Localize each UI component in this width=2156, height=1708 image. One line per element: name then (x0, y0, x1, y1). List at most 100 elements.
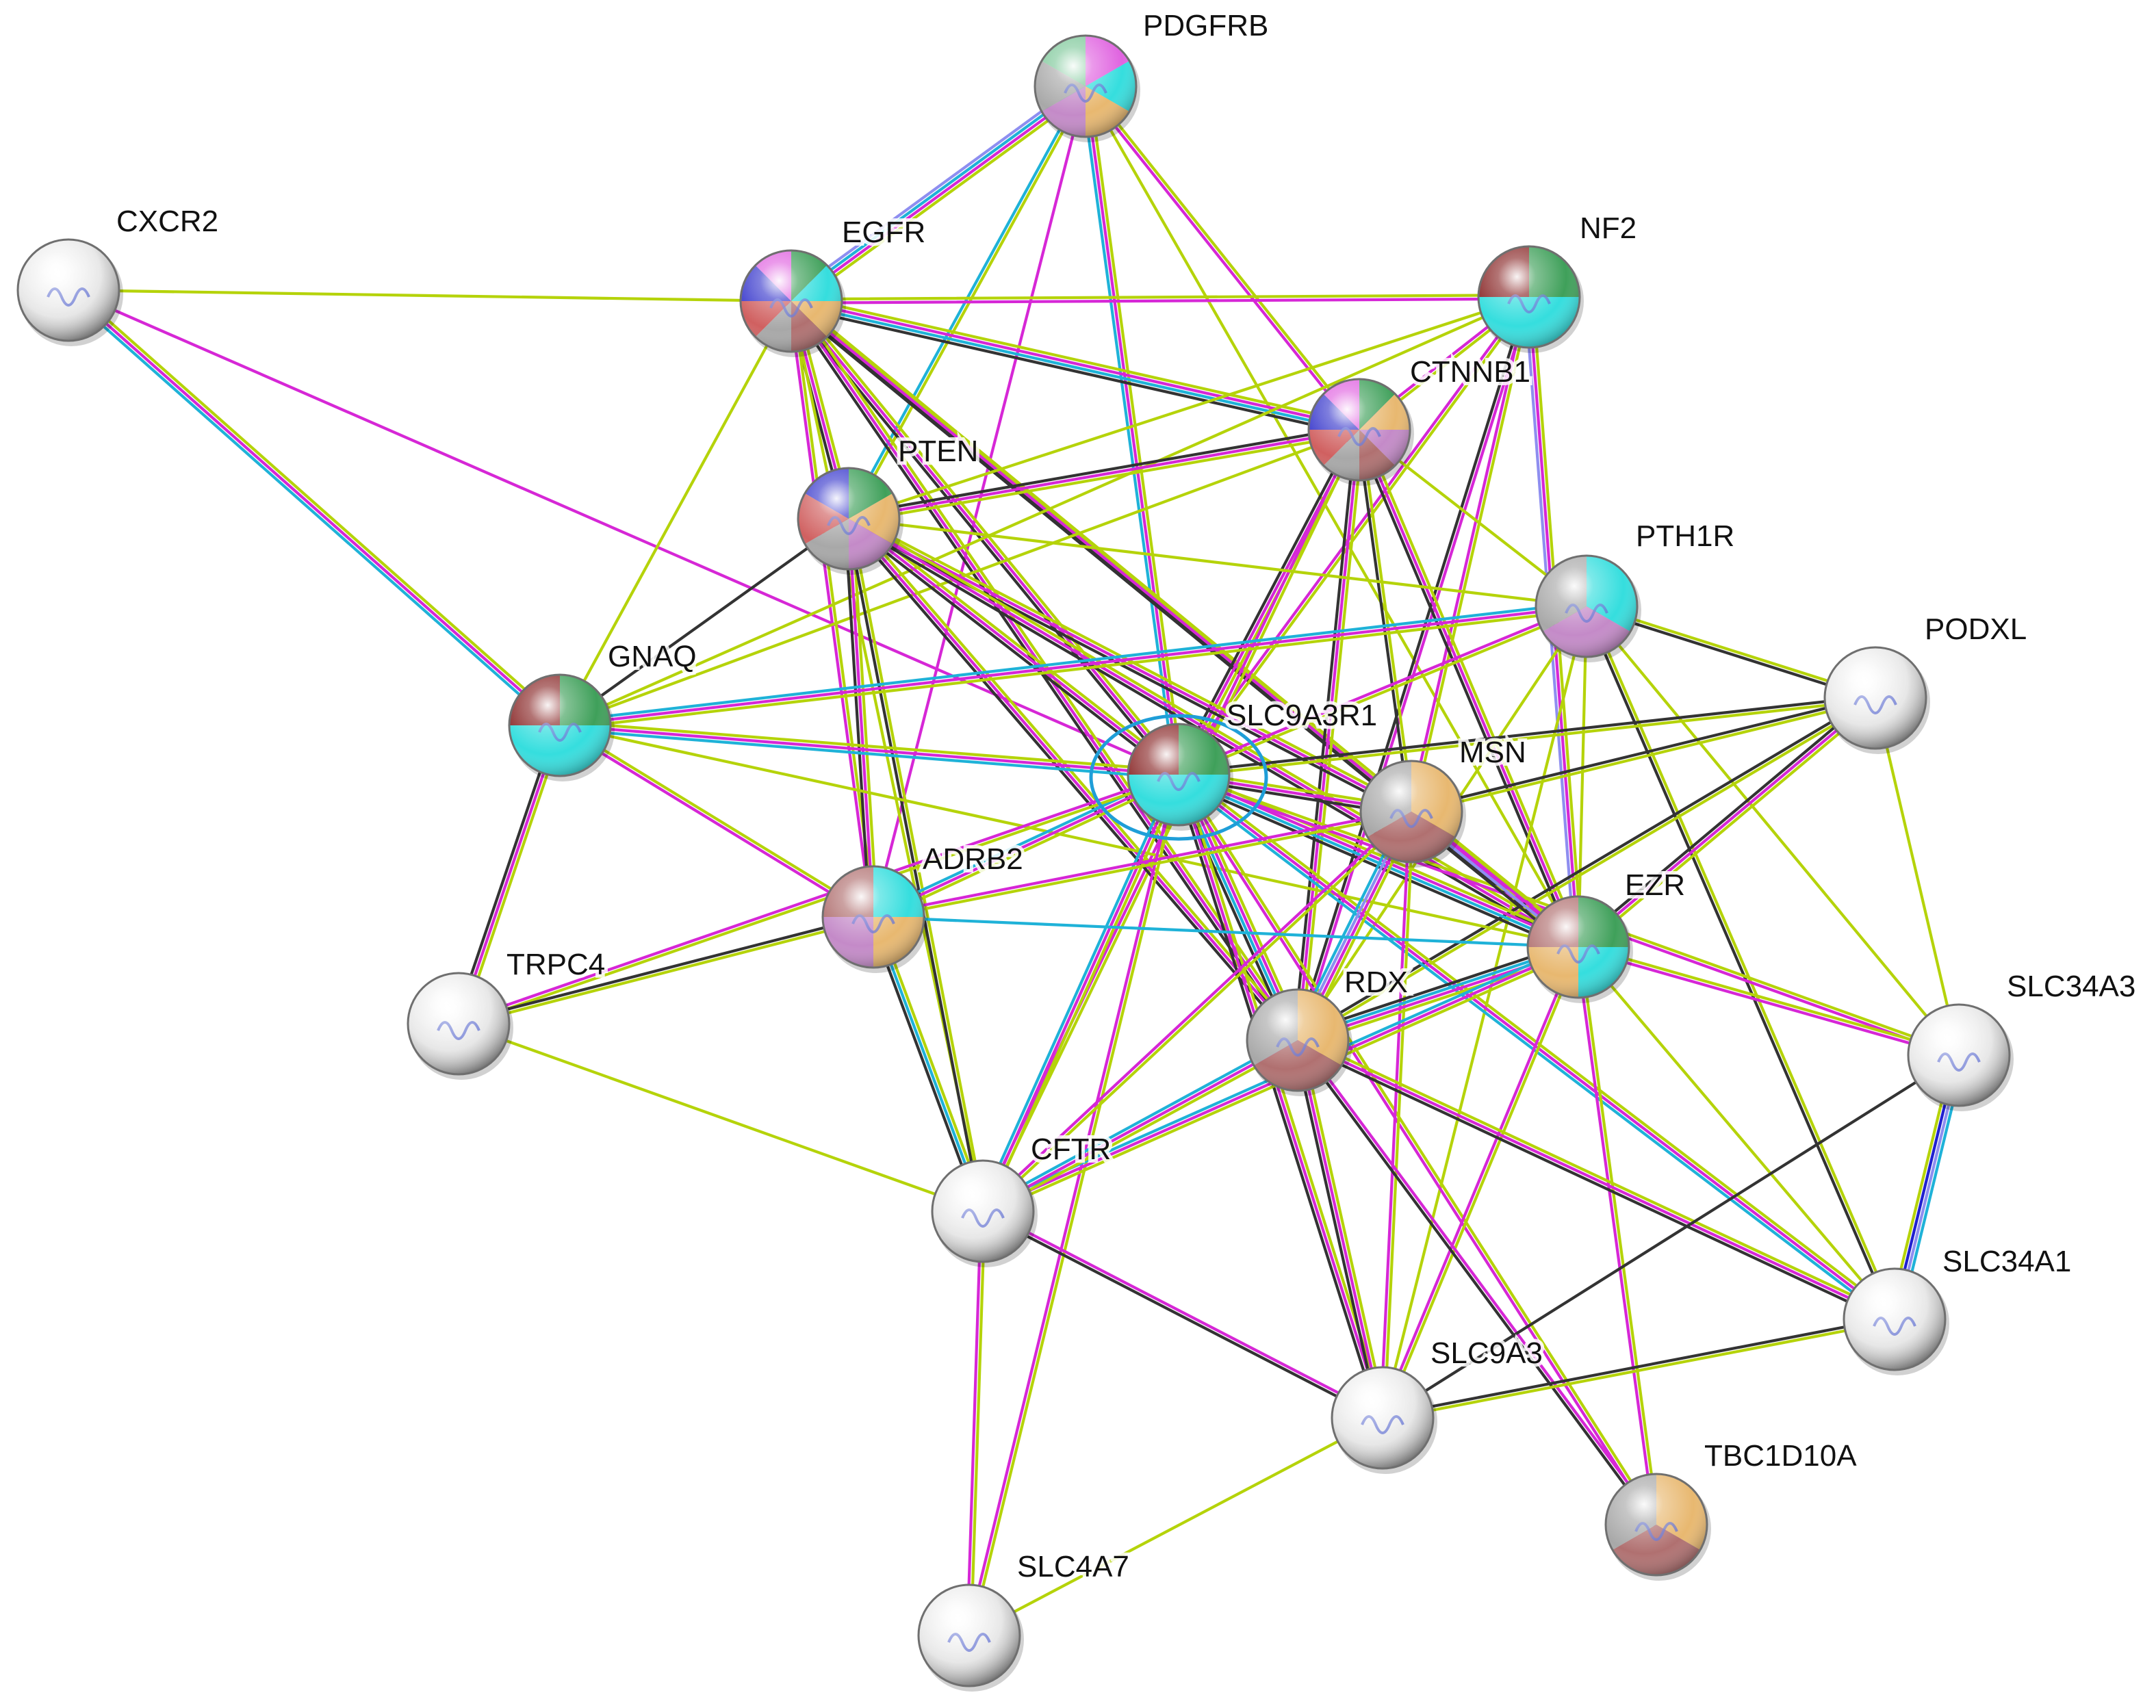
node-rdx[interactable]: RDX (1246, 962, 1411, 1096)
edge-evidence-experimental (1576, 696, 1877, 949)
node-cxcr2[interactable]: CXCR2 (16, 201, 222, 346)
node-outline (1604, 1473, 1708, 1577)
edge-evidence-text-mining (457, 775, 1181, 1027)
edge-adrb2-ezr (871, 915, 1580, 949)
edge-evidence-text-mining (1083, 84, 1580, 949)
node-gloss (741, 250, 842, 352)
edge-evidence-text-mining (1300, 1037, 1388, 1419)
edge-pth1r-gnaq (558, 601, 1589, 731)
edge-evidence-coexpression (846, 424, 1361, 517)
edge-evidence-coexpression (457, 914, 875, 1024)
edge-evidence-database (788, 83, 1086, 301)
edge-evidence-experimental (558, 604, 1589, 727)
edge-evidence-experimental (1298, 296, 1532, 1042)
node-pth1r[interactable]: PTH1R (1535, 516, 1738, 662)
node-outline (821, 865, 925, 969)
edge-evidence-coexpression (1294, 1039, 1656, 1527)
node-gnaq[interactable]: GNAQ (508, 636, 700, 781)
edge-evidence-database (789, 301, 1361, 433)
edge-podxl-rdx (1295, 695, 1878, 1044)
node-slc34a3[interactable]: SLC34A3 (1907, 966, 2139, 1111)
edge-evidence-text-mining (457, 1022, 985, 1213)
node-podxl[interactable]: PODXL (1823, 609, 2030, 754)
edge-evidence-experimental (1357, 428, 1580, 949)
node-gloss (1825, 647, 1926, 749)
node-label: TBC1D10A (1704, 1439, 1857, 1473)
edge-evidence-experimental (1175, 774, 1656, 1527)
edge-podxl-slc9a3r1 (1177, 695, 1877, 778)
edge-evidence-experimental (847, 517, 1413, 814)
node-slc4a7[interactable]: SLC4A7 (917, 1547, 1133, 1692)
edge-evidence-text-mining (1381, 1319, 1897, 1421)
edge-evidence-experimental (982, 1208, 1385, 1418)
node-outline (1331, 1366, 1435, 1470)
node-slc9a3r1[interactable]: SLC9A3R1 (1089, 695, 1381, 841)
node-pten[interactable]: PTEN (797, 431, 981, 575)
edge-evidence-text-mining (559, 722, 876, 917)
node-adrb2[interactable]: ADRB2 (821, 839, 1027, 973)
node-tbc1d10a[interactable]: TBC1D10A (1604, 1436, 1860, 1581)
edge-pth1r-slc9a3r1 (1176, 603, 1589, 778)
edge-evidence-text-mining (1297, 698, 1878, 1044)
edge-slc34a3-podxl (1873, 696, 1961, 1057)
node-ezr[interactable]: EZR (1526, 865, 1689, 1003)
edge-evidence-experimental (847, 428, 1361, 521)
node-nf2[interactable]: NF2 (1477, 208, 1640, 353)
edge-msn-slc9a3 (1379, 810, 1415, 1420)
edge-evidence-text-mining (1086, 83, 1363, 430)
edge-evidence-coexpression (1173, 774, 1381, 1421)
edge-evidence-experimental (1379, 944, 1578, 1419)
edge-evidence-text-mining (559, 608, 1589, 731)
node-label: TRPC4 (506, 948, 605, 981)
edge-slc9a3r1-slc4a7 (966, 773, 1182, 1638)
node-pdgfrb[interactable]: PDGFRB (1034, 5, 1272, 142)
edge-evidence-experimental (1177, 773, 1897, 1321)
node-slc34a1[interactable]: SLC34A1 (1843, 1241, 2075, 1375)
edge-evidence-text-mining (983, 1041, 1301, 1216)
node-label: PTH1R (1636, 519, 1734, 553)
edge-gnaq-adrb2 (557, 722, 876, 920)
node-gloss (1908, 1005, 2010, 1106)
edge-evidence-coexpression (1409, 695, 1877, 812)
edge-gnaq-slc9a3r1 (558, 720, 1181, 780)
node-ctnnb1[interactable]: CTNNB1 (1307, 352, 1534, 486)
edge-ezr-tbc1d10a (1575, 945, 1660, 1527)
edge-evidence-experimental (557, 725, 874, 920)
node-label: PTEN (898, 435, 978, 468)
edge-evidence-text-mining (1576, 945, 1897, 1321)
edge-evidence-experimental (1296, 428, 1361, 1042)
edge-evidence-experimental (790, 298, 1361, 430)
edge-evidence-database (871, 915, 985, 1213)
edge-evidence-experimental (980, 808, 1412, 1212)
edge-evidence-database (558, 601, 1588, 723)
edge-ezr-slc9a3 (1379, 944, 1582, 1421)
node-msn[interactable]: MSN (1359, 732, 1530, 868)
node-outline (739, 249, 843, 353)
edge-podxl-ezr (1574, 693, 1879, 952)
edge-evidence-experimental (1296, 1038, 1385, 1420)
node-trpc4[interactable]: TRPC4 (407, 944, 608, 1080)
node-gloss (1332, 1367, 1433, 1468)
node-outline (1246, 988, 1350, 1092)
edge-evidence-text-mining (1300, 428, 1365, 1042)
node-outline (1307, 378, 1411, 482)
edge-evidence-experimental (981, 1038, 1300, 1213)
edge-egfr-adrb2 (788, 299, 877, 919)
edge-evidence-coexpression (558, 517, 851, 727)
node-slc9a3[interactable]: SLC9A3 (1331, 1333, 1546, 1474)
node-outline (917, 1583, 1021, 1687)
edge-nf2-rdx (1294, 295, 1532, 1042)
node-gloss (1528, 896, 1629, 998)
edge-slc9a3r1-slc9a3 (1173, 772, 1388, 1421)
node-outline (1477, 245, 1581, 349)
node-label: GNAQ (608, 640, 697, 673)
node-egfr[interactable]: EGFR (739, 212, 929, 357)
edge-evidence-text-mining (1579, 699, 1879, 952)
node-gloss (1844, 1269, 1945, 1370)
edge-evidence-coexpression (1574, 693, 1875, 946)
edge-adrb2-trpc4 (457, 914, 875, 1027)
edge-evidence-text-mining (789, 294, 1531, 301)
node-cftr[interactable]: CFTR (931, 1129, 1114, 1267)
edge-adrb2-cftr (868, 914, 988, 1215)
